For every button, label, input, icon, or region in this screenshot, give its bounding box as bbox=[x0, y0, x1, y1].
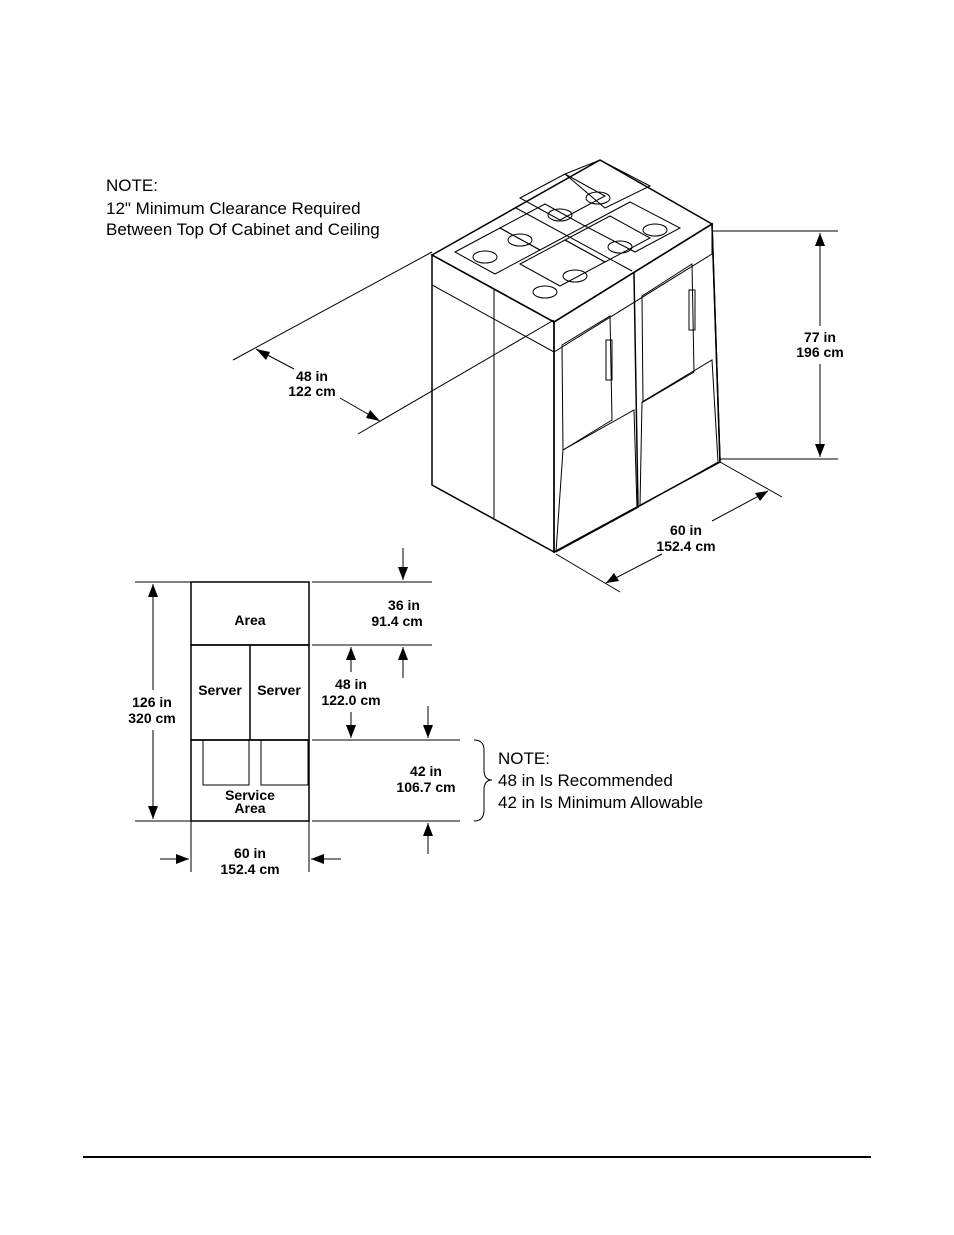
bottom-note: NOTE: 48 in Is Recommended 42 in Is Mini… bbox=[498, 749, 703, 812]
front-area-label: Area bbox=[234, 612, 265, 628]
height-in-label: 77 in bbox=[804, 329, 836, 345]
height-dimension: 77 in 196 cm bbox=[712, 230, 844, 460]
plan-width-in-label: 60 in bbox=[234, 845, 266, 861]
total-in-label: 126 in bbox=[132, 694, 172, 710]
server-left-label: Server bbox=[198, 682, 242, 698]
rear-cm-label: 106.7 cm bbox=[396, 779, 455, 795]
depth-in-label: 48 in bbox=[296, 368, 328, 384]
top-note-line2: Between Top Of Cabinet and Ceiling bbox=[106, 220, 380, 239]
depth-dimension: 48 in 122 cm bbox=[232, 251, 555, 435]
server-in-label: 48 in bbox=[335, 676, 367, 692]
width-cm-label: 152.4 cm bbox=[656, 538, 715, 554]
hatch-left bbox=[202, 739, 250, 786]
server-cm-label: 122.0 cm bbox=[321, 692, 380, 708]
hatch-right bbox=[260, 739, 309, 786]
note-brace bbox=[473, 739, 493, 822]
server-right-label: Server bbox=[257, 682, 301, 698]
service-label-line1: Service bbox=[225, 787, 275, 803]
width-dimension: 60 in 152.4 cm bbox=[555, 461, 783, 593]
rear-in-label: 42 in bbox=[410, 763, 442, 779]
front-in-label: 36 in bbox=[388, 597, 420, 613]
height-cm-label: 196 cm bbox=[796, 344, 843, 360]
top-note-line1: 12" Minimum Clearance Required bbox=[106, 199, 361, 218]
bottom-note-line2: 42 in Is Minimum Allowable bbox=[498, 793, 703, 812]
bottom-note-heading: NOTE: bbox=[498, 749, 550, 768]
front-cm-label: 91.4 cm bbox=[371, 613, 422, 629]
service-area-box bbox=[190, 739, 310, 822]
service-label-line2: Area bbox=[234, 800, 265, 816]
total-cm-label: 320 cm bbox=[128, 710, 175, 726]
top-fan-modules bbox=[453, 159, 682, 299]
cabinet-illustration bbox=[430, 159, 721, 554]
depth-cm-label: 122 cm bbox=[288, 383, 335, 399]
top-note-heading: NOTE: bbox=[106, 176, 158, 195]
top-note: NOTE: 12" Minimum Clearance Required Bet… bbox=[106, 176, 380, 239]
plan-view: Area Server Server Service Area 126 in 3… bbox=[128, 548, 493, 877]
bottom-note-line1: 48 in Is Recommended bbox=[498, 771, 673, 790]
plan-width-cm-label: 152.4 cm bbox=[220, 861, 279, 877]
width-in-label: 60 in bbox=[670, 522, 702, 538]
